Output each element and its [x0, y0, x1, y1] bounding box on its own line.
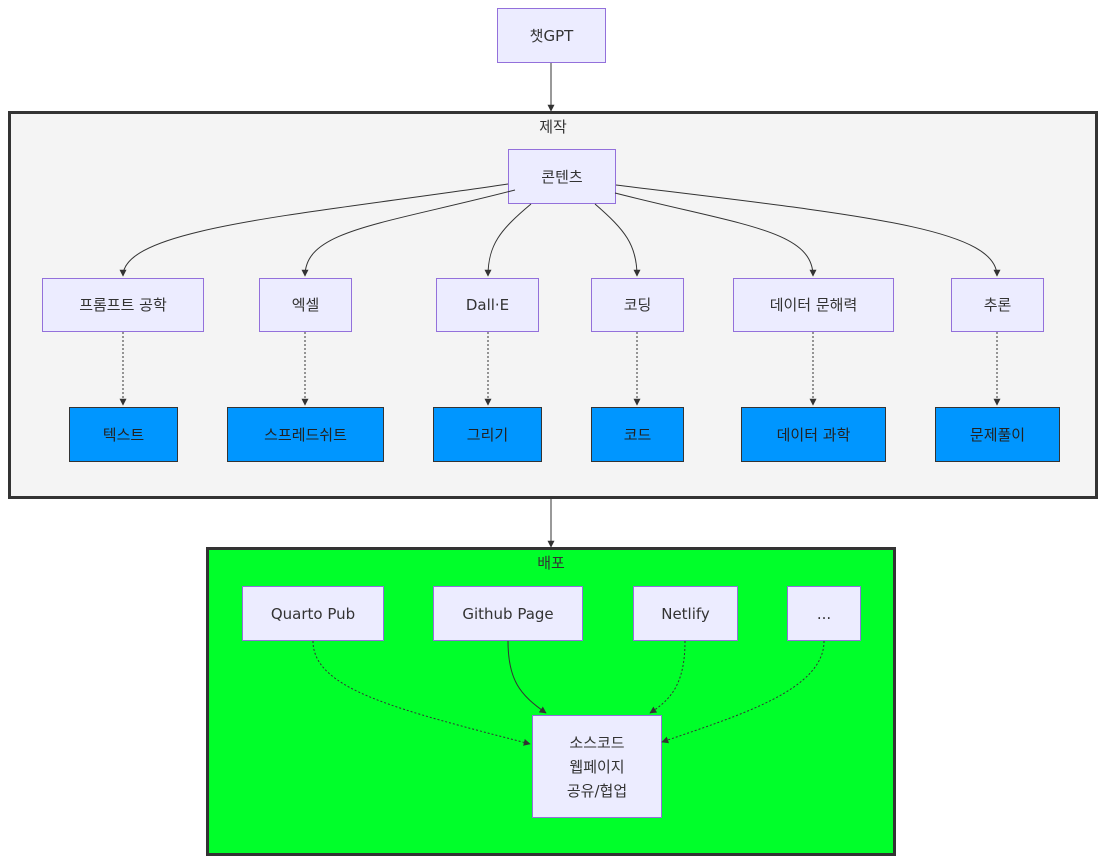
tool-node-dalle: Dall·E	[436, 278, 539, 332]
target-line-webpage: 웹페이지	[569, 757, 625, 776]
target-line-source-code: 소스코드	[569, 733, 625, 752]
tool-node-prompt-engineering: 프롬프트 공학	[42, 278, 204, 332]
output-node-text: 텍스트	[69, 407, 178, 462]
output-node-drawing: 그리기	[433, 407, 542, 462]
deploy-cluster-title: 배포	[537, 554, 565, 572]
platform-node-netlify: Netlify	[633, 586, 738, 641]
output-node-code: 코드	[591, 407, 684, 462]
chatgpt-node: 챗GPT	[497, 8, 606, 63]
output-node-problem-solving: 문제풀이	[935, 407, 1060, 462]
target-node: 소스코드 웹페이지 공유/협업	[532, 715, 662, 818]
output-node-spreadsheet: 스프레드쉬트	[227, 407, 384, 462]
content-node: 콘텐츠	[508, 149, 616, 204]
tool-node-reasoning: 추론	[951, 278, 1044, 332]
platform-node-quarto-pub: Quarto Pub	[242, 586, 384, 641]
tool-node-data-literacy: 데이터 문해력	[733, 278, 894, 332]
target-line-share-collab: 공유/협업	[566, 781, 628, 800]
production-cluster-title: 제작	[539, 118, 567, 136]
tool-node-coding: 코딩	[591, 278, 684, 332]
platform-node-github-page: Github Page	[433, 586, 583, 641]
tool-node-excel: 엑셀	[259, 278, 352, 332]
platform-node-more: ...	[787, 586, 861, 641]
output-node-data-science: 데이터 과학	[741, 407, 886, 462]
